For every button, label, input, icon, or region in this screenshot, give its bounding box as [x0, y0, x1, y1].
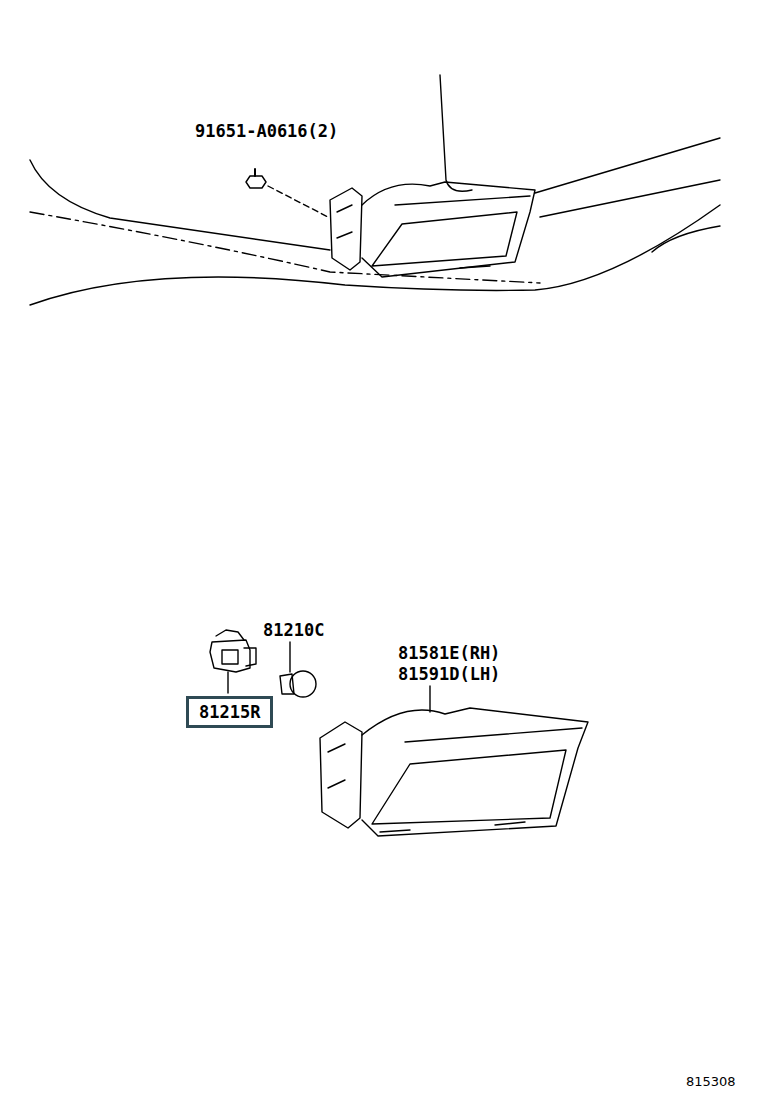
part-number: 81591D(LH) [398, 664, 500, 684]
part-number: 81581E(RH) [398, 643, 500, 663]
part-number: 81210C [263, 620, 324, 640]
highlight-box: 81215R [186, 696, 273, 728]
part-number: 81215R [199, 702, 260, 722]
part-number: 815308 [686, 1074, 736, 1090]
part-number: 91651-A0616(2) [195, 121, 338, 141]
